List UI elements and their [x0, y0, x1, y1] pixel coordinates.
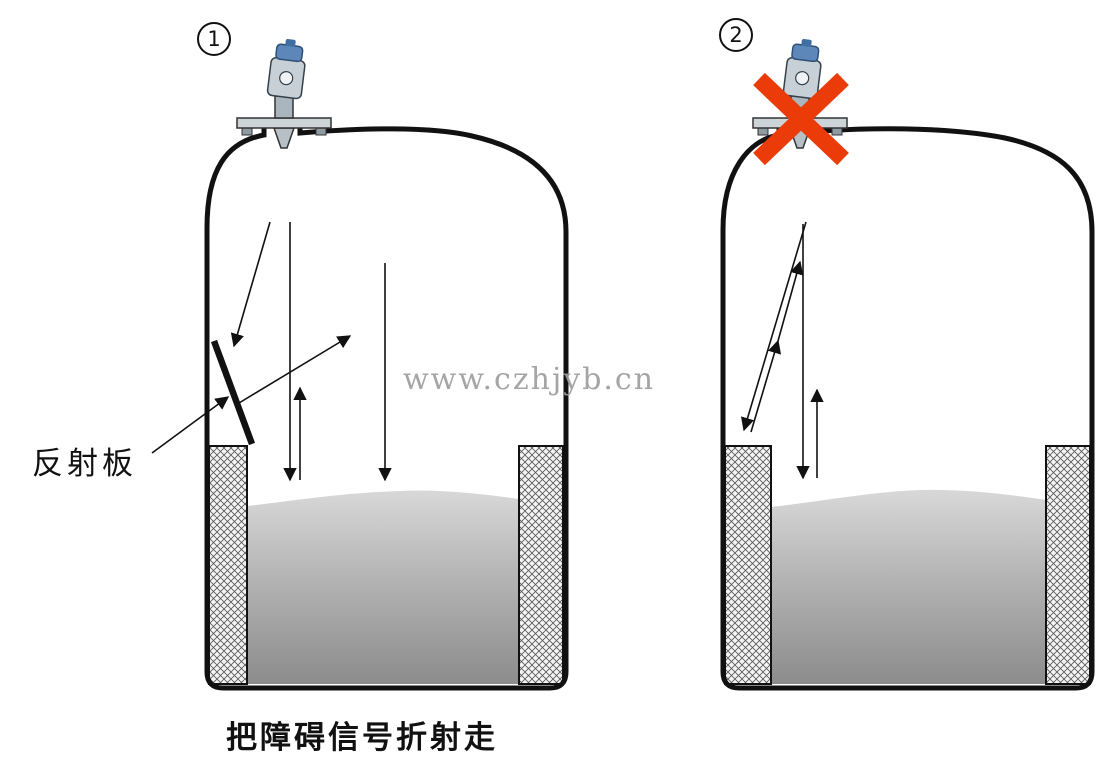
insulation-wall-right	[518, 445, 564, 685]
signal-arrows-fig2	[740, 221, 824, 480]
reflector-label-leader	[151, 396, 230, 454]
insulation-wall-left	[724, 445, 772, 685]
liquid-fill	[247, 490, 519, 684]
tank-outline	[720, 124, 1095, 691]
red-cross-icon	[753, 72, 849, 166]
figure1-tank	[151, 36, 569, 691]
figure2-badge: 2	[719, 18, 753, 52]
sensor-fig1	[236, 36, 332, 149]
figure1-badge: 1	[197, 22, 231, 56]
signal-arrows-fig1	[230, 221, 392, 482]
figure2-tank	[720, 36, 1095, 691]
tank-outline	[204, 124, 569, 691]
reflector-plate	[210, 339, 256, 446]
liquid-fill	[771, 489, 1046, 684]
watermark-text: www.czhjyb.cn	[403, 362, 656, 397]
reflector-plate-label: 反射板	[32, 446, 137, 482]
insulation-wall-right	[1045, 445, 1091, 685]
insulation-wall-left	[208, 445, 248, 685]
caption-text: 把障碍信号折射走	[226, 720, 498, 756]
